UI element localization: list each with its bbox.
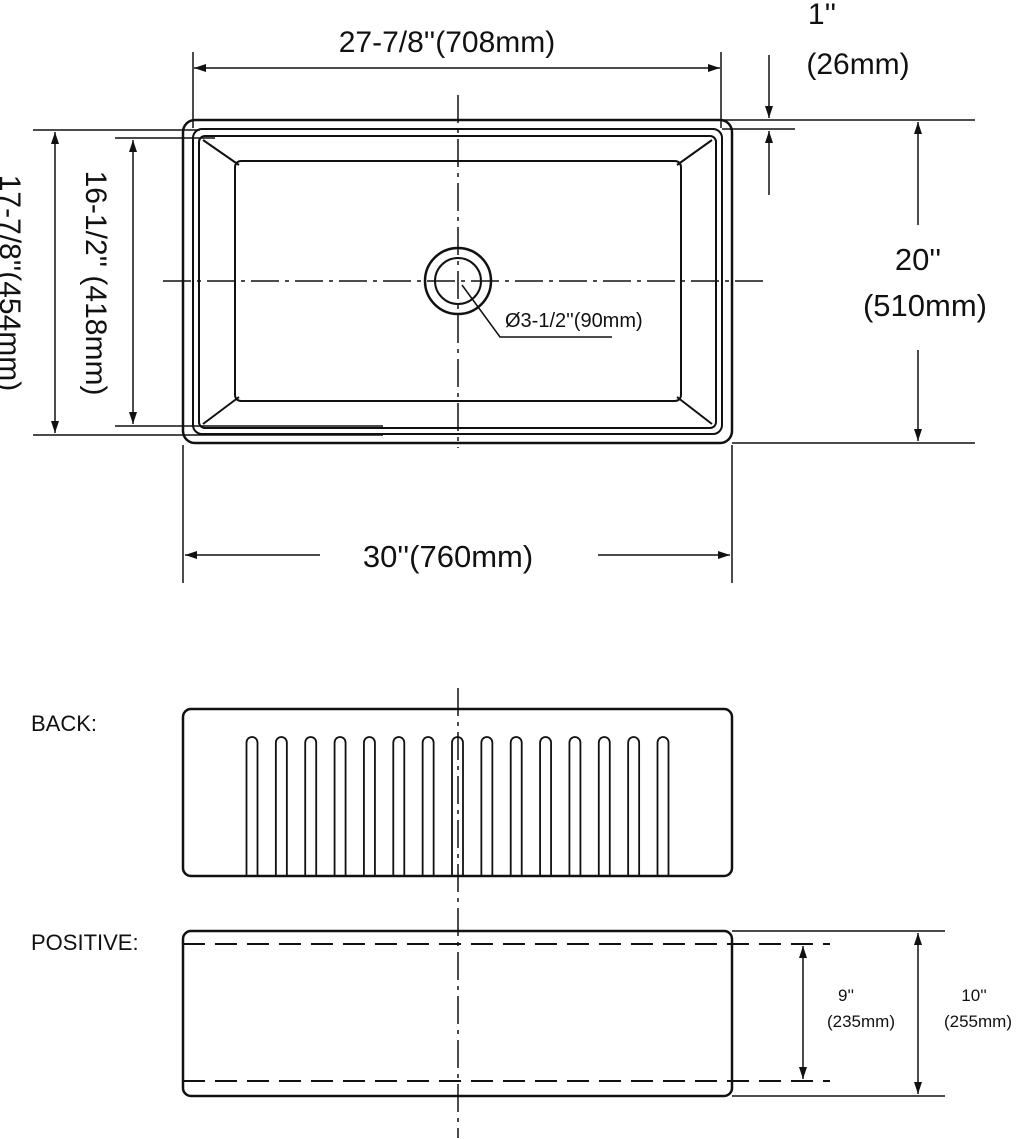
inner-length-label: 16-1/2'' (418mm) (79, 171, 112, 396)
back-groove (245, 736, 259, 876)
inner-height-inch-label: 9'' (838, 986, 854, 1005)
outer-width-label: 30''(760mm) (363, 539, 533, 574)
drain-leader-line (461, 284, 612, 338)
front-view: POSITIVE: 9'' (235mm) 10'' (255mm) (31, 929, 1012, 1098)
back-view: BACK: (31, 688, 734, 1138)
outer-height-inch-label: 10'' (961, 986, 986, 1005)
back-groove (568, 736, 582, 876)
back-groove (509, 736, 523, 876)
back-groove (392, 736, 406, 876)
front-panel-outline (181, 929, 734, 1098)
back-groove (274, 736, 288, 876)
back-groove (597, 736, 611, 876)
back-groove (539, 736, 552, 876)
outer-depth-inch-label: 20'' (895, 242, 941, 277)
rim-height-mm-label: (26mm) (806, 48, 909, 81)
rim-height-inch-label: 1'' (808, 0, 836, 31)
basin-corner-line (202, 139, 240, 166)
back-view-label: BACK: (31, 711, 97, 736)
front-view-label: POSITIVE: (31, 930, 139, 955)
basin-corner-line (676, 139, 713, 166)
back-groove (363, 736, 376, 876)
back-groove (333, 736, 347, 876)
back-groove (480, 736, 494, 876)
drain-outer-ring (423, 246, 493, 316)
inner-height-mm-label: (235mm) (827, 1012, 895, 1031)
drain-diameter-label: Ø3-1/2''(90mm) (505, 310, 643, 332)
basin-corner-line (676, 396, 713, 425)
inner-width-label: 27-7/8''(708mm) (339, 26, 556, 59)
side-length-label: 17-7/8''(454mm) (0, 175, 26, 392)
top-view: Ø3-1/2''(90mm) 27-7/8''(708mm) 1'' (26mm… (0, 0, 987, 583)
back-groove (304, 736, 318, 876)
basin-corner-line (202, 396, 240, 425)
outer-depth-mm-label: (510mm) (863, 288, 987, 323)
back-grooves (245, 736, 670, 876)
back-groove (627, 736, 641, 876)
back-groove (656, 736, 670, 876)
outer-height-mm-label: (255mm) (944, 1012, 1012, 1031)
drain-inner-ring (434, 257, 482, 305)
back-groove (421, 736, 435, 876)
